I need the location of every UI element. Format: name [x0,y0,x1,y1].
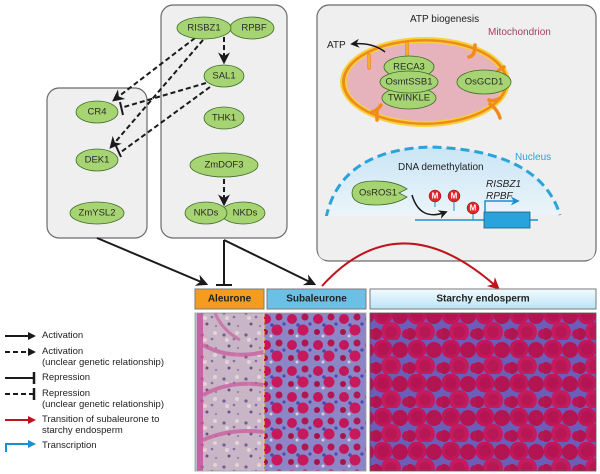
legend-sublabel: (unclear genetic relationship) [42,399,164,410]
atp-label: ATP [327,40,346,51]
legend-item-activation-unclear: Activation(unclear genetic relationship) [4,346,164,368]
transition-arrow [321,242,500,290]
svg-text:DEK1: DEK1 [85,155,110,166]
legend-label: Repression [42,372,91,383]
node-osmtssb1: OsmtSSB1 [379,70,439,94]
nucleus-label: Nucleus [515,152,551,163]
methyl-mark-3: M [466,201,480,220]
dashed-interactions [109,37,230,207]
node-cr4: CR4 [75,100,119,124]
transcription-arrow-icon [5,440,36,452]
node-zmysl2: ZmYSL2 [69,201,125,225]
demethylation-arrow [411,194,448,219]
gene-label-risbz1: RISBZ1 [486,179,521,190]
micrograph-starchy-endosperm [369,312,597,472]
sal1-to-cr4-repression [123,82,207,108]
tissue-header-subaleurone: Subaleurone [266,288,367,310]
mitochondrion-label: Mitochondrion [488,27,551,38]
legend-item-activation: Activation [4,330,83,342]
legend-label: Repression [42,388,91,399]
svg-text:TWINKLE: TWINKLE [388,93,430,104]
node-thk1: THK1 [203,106,245,130]
legend-item-repression: Repression [4,372,90,384]
micrograph-aleurone-subaleurone [194,312,367,472]
methyl-mark-2: M [447,189,461,211]
svg-text:OsROS1: OsROS1 [359,188,397,199]
svg-text:RPBF: RPBF [241,23,267,34]
svg-text:RISBZ1: RISBZ1 [187,23,220,34]
dashed-activation-arrow-icon [5,348,36,356]
tissue-connectors [96,237,317,286]
dashed-repression-bar-icon [5,388,36,400]
svg-text:OsmtSSB1: OsmtSSB1 [386,77,433,88]
tissue-header-starchy: Starchy endosperm [369,288,597,310]
svg-text:M: M [432,192,439,201]
svg-text:ZmDOF3: ZmDOF3 [204,160,243,171]
svg-text:THK1: THK1 [212,113,236,124]
legend-sublabel: (unclear genetic relationship) [42,357,164,368]
svg-text:RECA3: RECA3 [393,62,425,73]
svg-text:M: M [451,192,458,201]
legend-label: Transcription [42,440,97,451]
atp-biogenesis-title: ATP biogenesis [410,14,479,25]
left-box-to-aleurone-arrow [96,237,209,286]
svg-text:SAL1: SAL1 [212,71,235,82]
atp-export-arrow [350,38,386,53]
activation-arrow-icon [5,332,36,340]
legend-item-transcription: Transcription [4,440,97,452]
svg-text:CR4: CR4 [87,107,106,118]
node-risbz1: RISBZ1 [176,16,232,40]
dna-demethylation-title: DNA demethylation [398,162,484,173]
svg-text:NKDs: NKDs [194,208,219,219]
svg-text:Subaleurone: Subaleurone [286,294,347,305]
node-osros1: OsROS1 [351,180,408,206]
svg-text:ZmYSL2: ZmYSL2 [79,208,116,219]
legend-label: Transition of subaleurone to [42,414,160,425]
svg-text:OsGCD1: OsGCD1 [465,77,504,88]
node-sal1: SAL1 [203,64,245,88]
legend-label: Activation [42,330,84,341]
svg-text:NKDs: NKDs [233,208,258,219]
risbz1-to-cr4-arrow [112,37,196,102]
gene-label-rpbf: RPBF [486,191,514,202]
node-dek1: DEK1 [75,148,119,172]
methyl-mark-1: M [428,189,442,207]
repression-bar-icon [5,372,36,384]
svg-text:Aleurone: Aleurone [208,294,252,305]
legend-item-repression-unclear: Repression(unclear genetic relationship) [4,388,164,410]
svg-text:M: M [470,204,477,213]
node-nkds-left: NKDs [184,201,228,225]
node-nkds-right: NKDs [220,201,266,225]
node-osgcd1: OsGCD1 [456,69,512,95]
transition-arrow-icon [5,416,36,424]
node-zmdof3: ZmDOF3 [189,152,259,178]
sal1-to-dek1-repression [120,86,211,153]
legend-sublabel: starchy endosperm [42,425,123,436]
repression-bars [115,101,124,158]
middle-box-to-subaleurone-arrow [223,239,317,286]
svg-text:Starchy endosperm: Starchy endosperm [436,294,529,305]
gene-box [483,211,531,229]
node-rpbf: RPBF [229,16,275,40]
transcription-start-arrow [484,196,520,212]
tissue-header-aleurone: Aleurone [194,288,265,310]
legend-label: Activation [42,346,84,357]
